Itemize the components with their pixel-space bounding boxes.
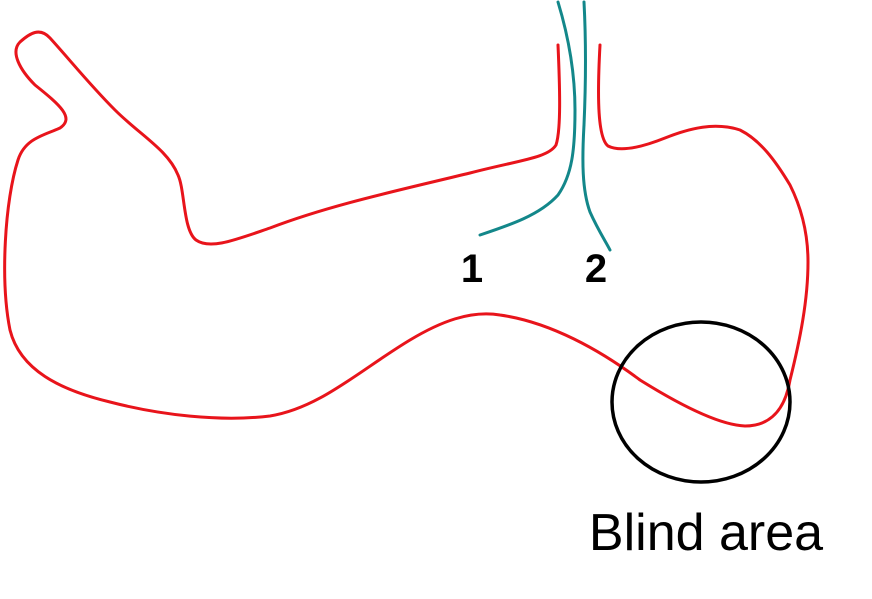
blind-area-ring xyxy=(610,320,792,484)
blind-area-label: Blind area xyxy=(589,504,823,562)
scope-line-2 xyxy=(581,0,612,252)
scope-2-label: 2 xyxy=(585,247,607,291)
scope-1-label: 1 xyxy=(461,247,483,291)
scope-line-1 xyxy=(478,0,577,237)
organ-outline-main xyxy=(3,30,810,428)
